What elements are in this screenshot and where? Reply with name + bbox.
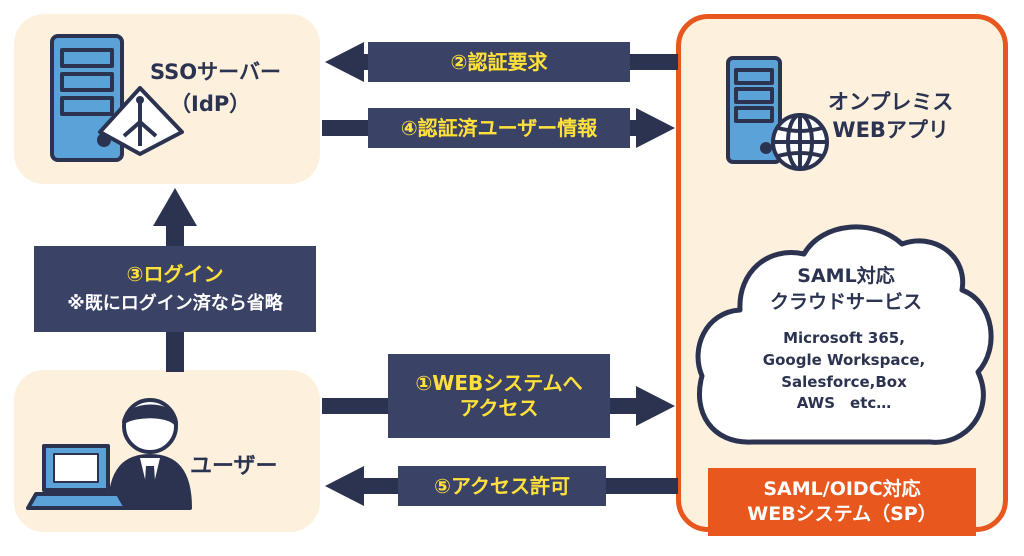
onprem-server-icon: [726, 56, 782, 164]
laptop-icon: [26, 444, 128, 510]
step3-text: ③ログイン: [126, 262, 224, 287]
cloud-title-line1: SAML対応: [797, 265, 895, 287]
user-icon: [108, 398, 192, 510]
globe-icon: [771, 113, 829, 171]
step5-label: ⑤アクセス許可: [398, 466, 606, 506]
sso-server-name: SSOサーバー: [150, 60, 281, 84]
cloud-services: Microsoft 365, Google Workspace, Salesfo…: [724, 328, 964, 415]
sso-server-sub: （IdP）: [170, 92, 251, 116]
sp-label-line2: WEBシステム（SP）: [747, 503, 937, 525]
server-icon: [50, 34, 124, 162]
step5-text: ⑤アクセス許可: [434, 473, 570, 498]
onprem-app-line2: WEBアプリ: [832, 118, 949, 143]
step1-text-line1: ①WEBシステムへ: [415, 371, 583, 395]
cloud-title: SAML対応 クラウドサービス: [736, 264, 956, 315]
cloud-title-line2: クラウドサービス: [769, 290, 922, 313]
onprem-app-label: オンプレミス WEBアプリ: [828, 88, 953, 145]
user-name: ユーザー: [190, 454, 278, 479]
step3-label: ③ログイン ※既にログイン済なら省略: [34, 246, 316, 332]
cloud-service-item: Google Workspace,: [762, 350, 926, 369]
sp-label-line1: SAML/OIDC対応: [763, 478, 921, 501]
step4-label: ④認証済ユーザー情報: [368, 108, 630, 148]
cloud-service-item: Microsoft 365,: [783, 329, 905, 347]
step1-text-line2: アクセス: [459, 396, 539, 420]
sp-label: SAML/OIDC対応 WEBシステム（SP）: [708, 468, 976, 536]
cloud-shape: [695, 224, 994, 445]
idp-icon: [98, 86, 184, 156]
step4-text: ④認証済ユーザー情報: [400, 115, 598, 140]
cloud-service-item: Salesforce,Box: [781, 372, 907, 391]
onprem-app-line1: オンプレミス: [828, 90, 954, 114]
step3-note: ※既にログイン済なら省略: [67, 293, 283, 315]
step2-text: ②認証要求: [450, 49, 548, 74]
step2-label: ②認証要求: [368, 42, 630, 82]
cloud-service-item: AWS etc…: [796, 394, 892, 413]
step1-label: ①WEBシステムへ アクセス: [388, 354, 610, 438]
